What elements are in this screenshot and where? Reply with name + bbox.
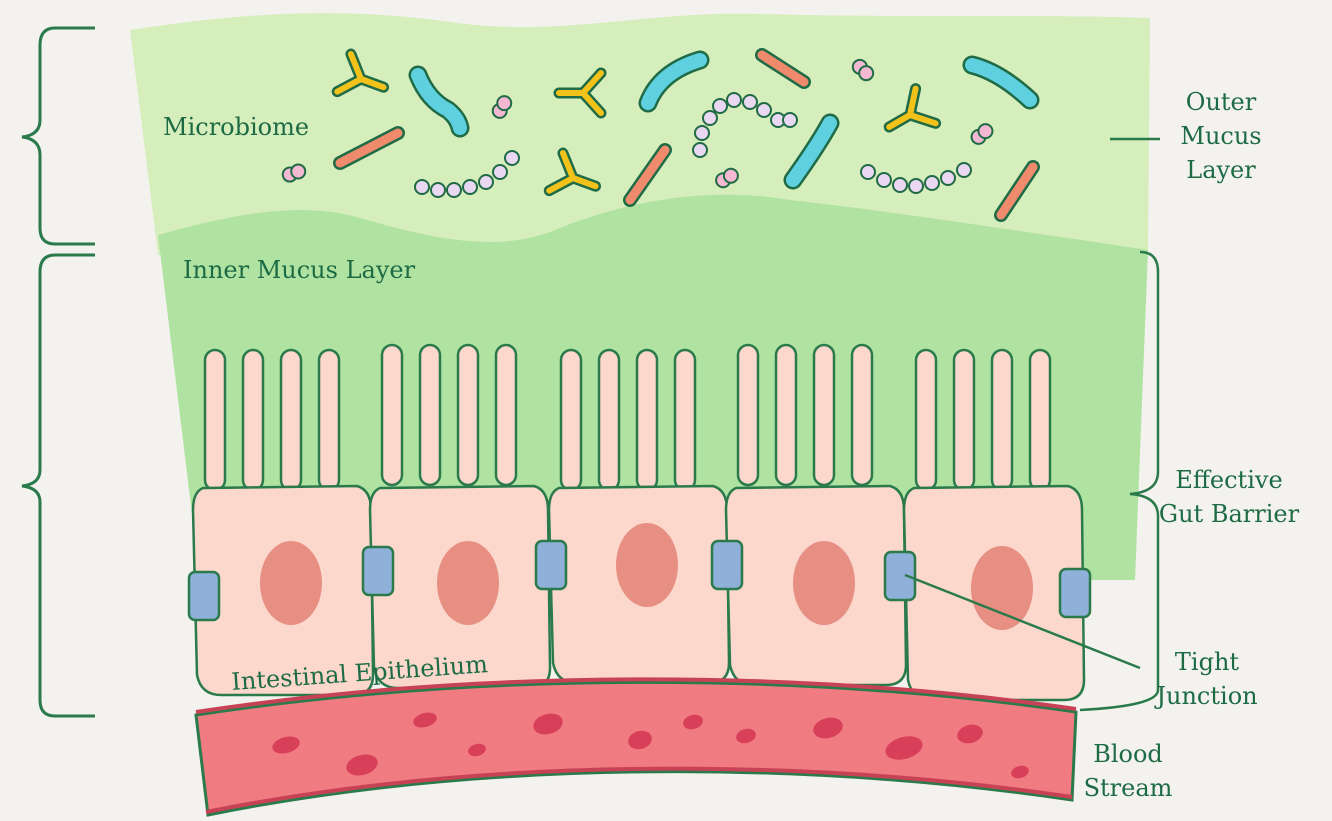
outer-layer-left-bracket bbox=[22, 28, 95, 244]
microbiome-label: Microbiome bbox=[163, 113, 309, 141]
coccus bbox=[493, 165, 507, 179]
microvillus bbox=[954, 350, 974, 490]
microvillus bbox=[852, 345, 872, 485]
microvillus bbox=[561, 350, 581, 490]
intestinal-epithelium-cells bbox=[189, 345, 1090, 700]
microvillus bbox=[420, 345, 440, 485]
microvillus bbox=[599, 350, 619, 490]
outer-mucus-label-line3: Layer bbox=[1186, 156, 1256, 184]
microvillus bbox=[243, 350, 263, 490]
gut-barrier-label-line2: Gut Barrier bbox=[1159, 500, 1300, 528]
coccus bbox=[727, 93, 741, 107]
tight-junction-label-line2: Junction bbox=[1153, 682, 1257, 710]
coccus bbox=[463, 180, 477, 194]
coccus bbox=[861, 165, 875, 179]
nucleus bbox=[971, 546, 1033, 630]
tight-junction-label-line1: Tight bbox=[1175, 648, 1240, 676]
tight-junction bbox=[712, 541, 742, 589]
coccus bbox=[431, 183, 445, 197]
coccus bbox=[859, 66, 873, 80]
tight-junction bbox=[363, 547, 393, 595]
microvillus bbox=[675, 350, 695, 490]
coccus bbox=[497, 96, 511, 110]
microvillus bbox=[637, 350, 657, 490]
microvillus bbox=[458, 345, 478, 485]
coccus bbox=[957, 163, 971, 177]
microvillus bbox=[319, 350, 339, 490]
microvillus bbox=[382, 345, 402, 485]
outer-mucus-label-line2: Mucus bbox=[1180, 122, 1261, 150]
microvillus bbox=[916, 350, 936, 490]
tight-junction bbox=[189, 572, 219, 620]
coccus bbox=[978, 124, 992, 138]
coccus bbox=[877, 173, 891, 187]
tight-junction bbox=[536, 541, 566, 589]
gut-barrier-label-line1: Effective bbox=[1175, 466, 1282, 494]
coccus bbox=[479, 175, 493, 189]
blood-stream-label-line2: Stream bbox=[1084, 774, 1173, 802]
coccus bbox=[505, 151, 519, 165]
coccus bbox=[415, 180, 429, 194]
coccus bbox=[713, 99, 727, 113]
coccus bbox=[893, 178, 907, 192]
microvillus bbox=[992, 350, 1012, 490]
microvillus bbox=[205, 350, 225, 490]
microvillus bbox=[814, 345, 834, 485]
microvillus bbox=[281, 350, 301, 490]
coccus bbox=[783, 113, 797, 127]
nucleus bbox=[793, 541, 855, 625]
tight-junction bbox=[1060, 569, 1090, 617]
gut-barrier-left-bracket bbox=[22, 255, 95, 716]
inner-mucus-label: Inner Mucus Layer bbox=[183, 256, 416, 284]
coccus bbox=[724, 169, 738, 183]
microvillus bbox=[738, 345, 758, 485]
coccus bbox=[941, 171, 955, 185]
coccus bbox=[925, 176, 939, 190]
coccus bbox=[291, 164, 305, 178]
coccus bbox=[447, 183, 461, 197]
coccus bbox=[743, 95, 757, 109]
nucleus bbox=[260, 541, 322, 625]
coccus bbox=[703, 111, 717, 125]
outer-mucus-label-line1: Outer bbox=[1186, 88, 1257, 116]
coccus bbox=[693, 143, 707, 157]
coccus bbox=[757, 103, 771, 117]
microvillus bbox=[496, 345, 516, 485]
nucleus bbox=[616, 523, 678, 607]
microvillus bbox=[1030, 350, 1050, 490]
nucleus bbox=[437, 541, 499, 625]
microvillus bbox=[776, 345, 796, 485]
blood-stream-label-line1: Blood bbox=[1093, 740, 1163, 768]
coccus bbox=[695, 126, 709, 140]
coccus bbox=[909, 179, 923, 193]
